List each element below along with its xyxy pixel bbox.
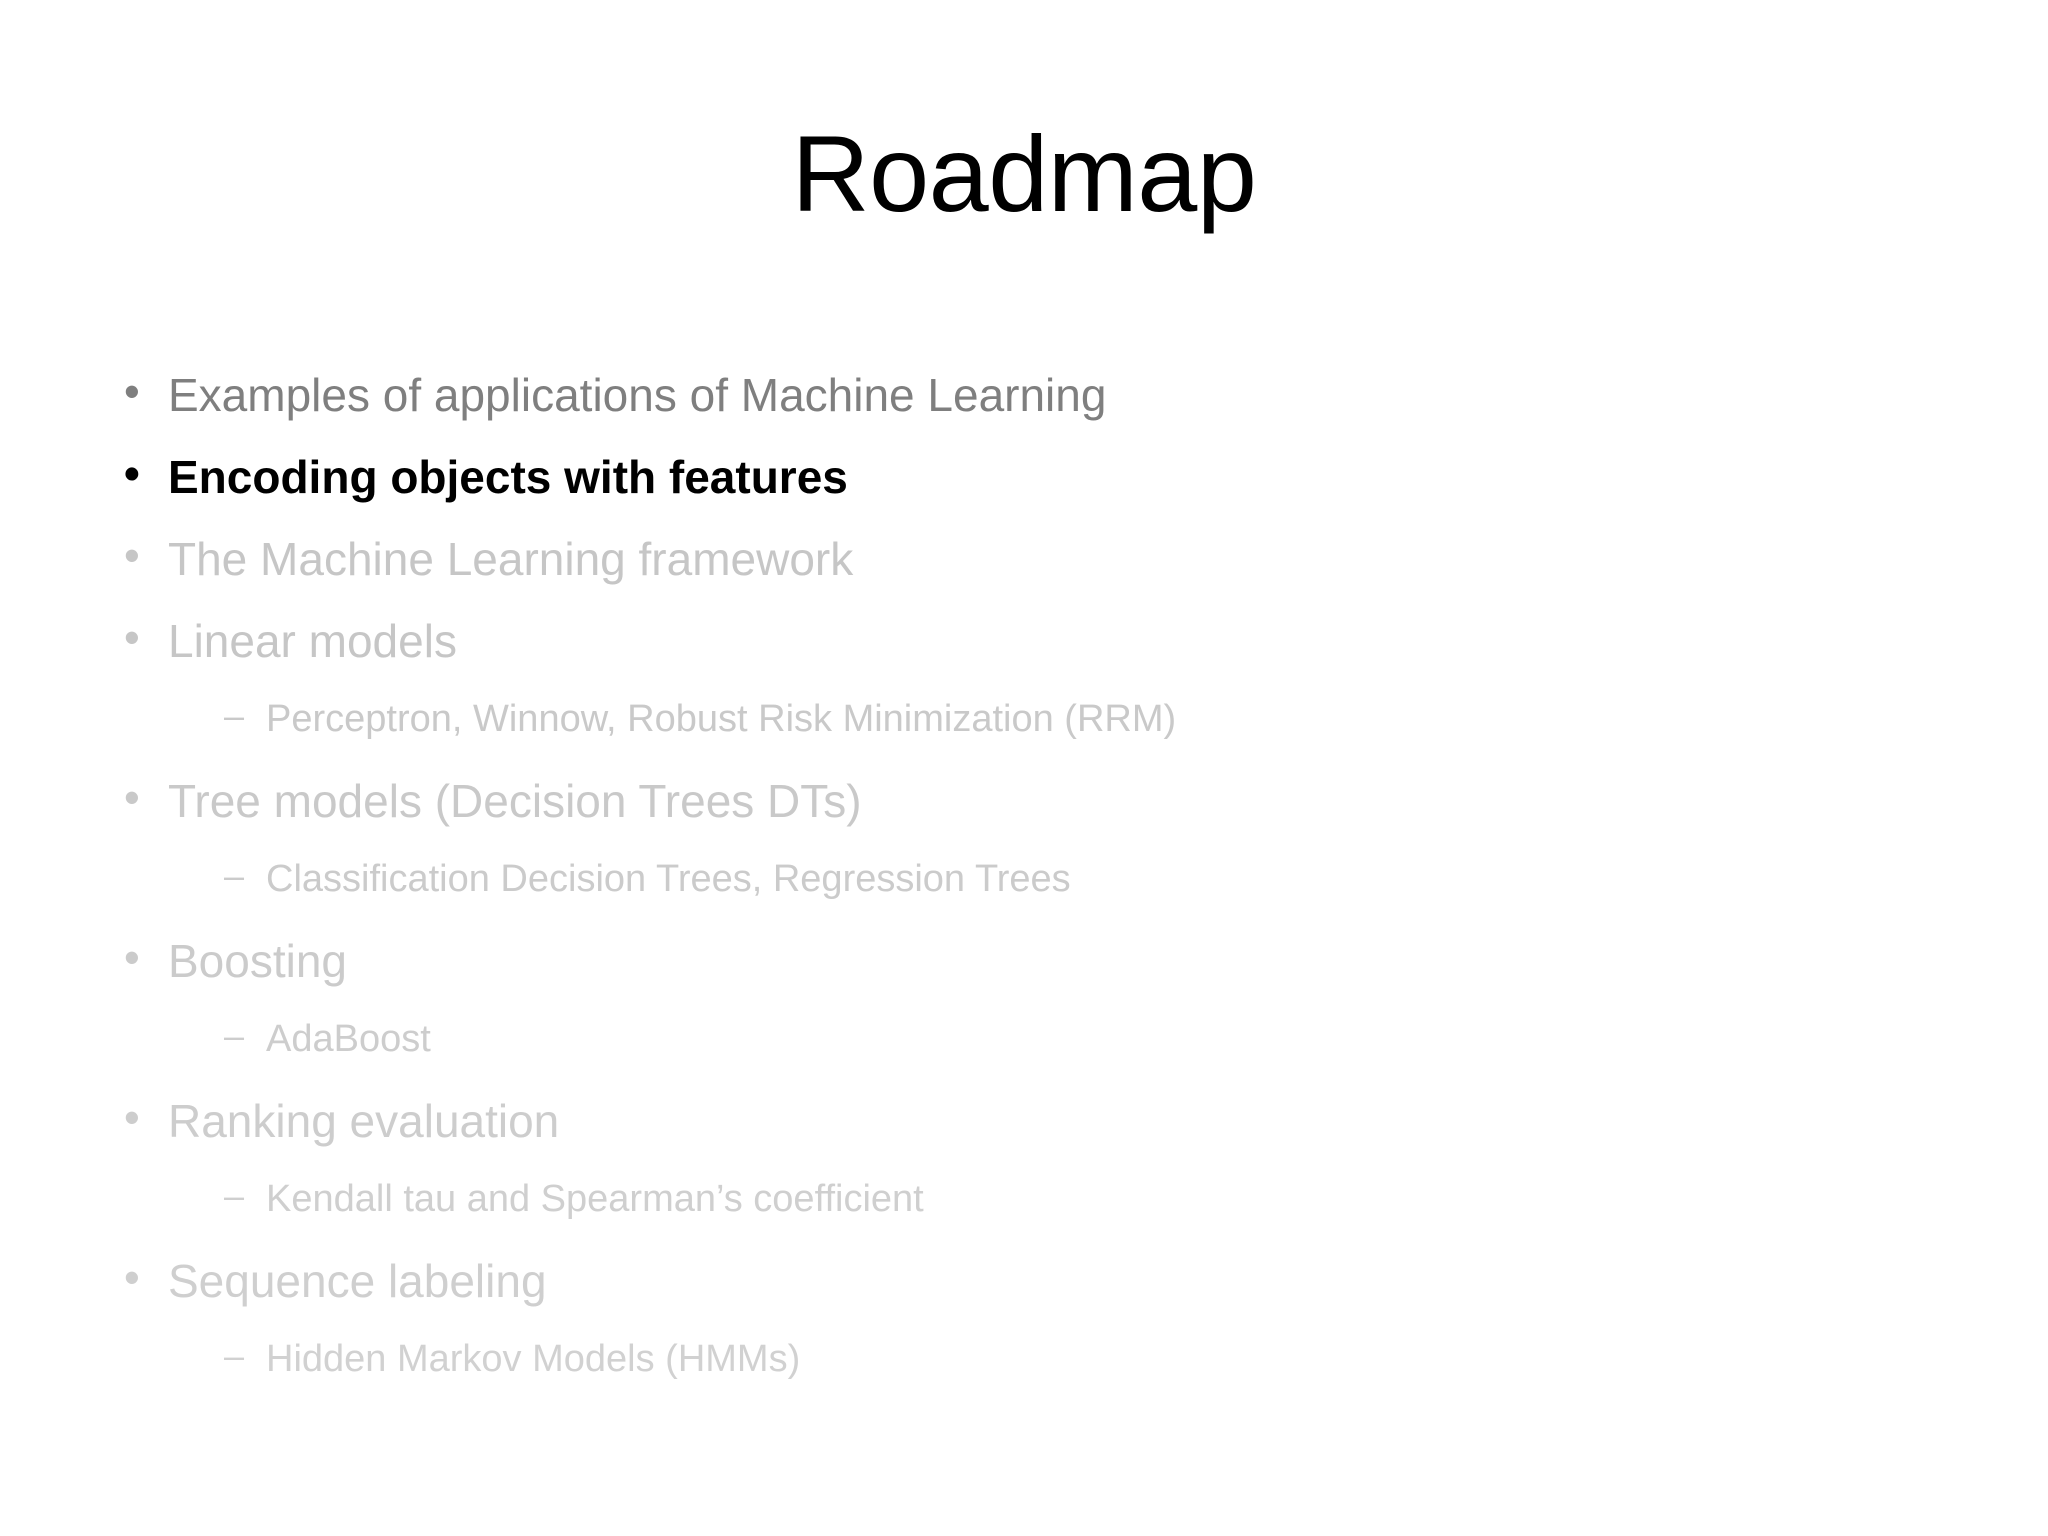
bullet-dash-icon: – (224, 695, 245, 736)
bullet-dot-icon: • (124, 366, 140, 417)
outline-item: –Kendall tau and Spearman’s coefficient (96, 1175, 2048, 1258)
outline-item-label: Classification Decision Trees, Regressio… (266, 858, 1071, 900)
outline-item-label: Encoding objects with features (168, 451, 848, 503)
bullet-dash-icon: – (224, 1335, 245, 1376)
bullet-dot-icon: • (124, 530, 140, 581)
outline-item-label: Ranking evaluation (168, 1095, 560, 1147)
outline-item: –Classification Decision Trees, Regressi… (96, 855, 2048, 938)
outline-item-label: Hidden Markov Models (HMMs) (266, 1338, 801, 1380)
bullet-dot-icon: • (124, 612, 140, 663)
bullet-dot-icon: • (124, 772, 140, 823)
outline-item: –AdaBoost (96, 1015, 2048, 1098)
outline-item: –Hidden Markov Models (HMMs) (96, 1335, 2048, 1418)
outline-item: • Examples of applications of Machine Lea… (96, 366, 1956, 454)
bullet-dash-icon: – (224, 855, 245, 896)
outline-item-label: Tree models (Decision Trees DTs) (168, 775, 862, 827)
outline-item-label: The Machine Learning framework (168, 533, 854, 585)
outline-item-label: AdaBoost (266, 1018, 431, 1060)
bullet-dot-icon: • (124, 1092, 140, 1143)
outline-list: • Examples of applications of Machine Lea… (96, 366, 1956, 1418)
outline-item-label: Examples of applications of Machine Lear… (168, 369, 1107, 421)
outline-item: • Sequence labeling (96, 1252, 1956, 1340)
outline-item: • Encoding objects with features (96, 448, 1956, 536)
outline-item-label: Perceptron, Winnow, Robust Risk Minimiza… (266, 698, 1177, 740)
outline-item: • The Machine Learning framework (96, 530, 1956, 618)
outline-item: • Tree models (Decision Trees DTs) (96, 772, 1956, 860)
outline-item-label: Linear models (168, 615, 457, 667)
outline-item-label: Sequence labeling (168, 1255, 547, 1307)
outline-item: –Perceptron, Winnow, Robust Risk Minimiz… (96, 695, 2048, 778)
page-title: Roadmap (791, 113, 1257, 234)
bullet-dash-icon: – (224, 1175, 245, 1216)
bullet-dot-icon: • (124, 932, 140, 983)
outline-item-label: Boosting (168, 935, 348, 987)
outline-item: • Ranking evaluation (96, 1092, 1956, 1180)
outline-item: • Linear models (96, 612, 1956, 700)
outline-item-label: Kendall tau and Spearman’s coefficient (266, 1178, 924, 1220)
outline-item: • Boosting (96, 932, 1956, 1020)
bullet-dot-icon: • (124, 448, 140, 499)
bullet-dash-icon: – (224, 1015, 245, 1056)
bullet-dot-icon: • (124, 1252, 140, 1303)
